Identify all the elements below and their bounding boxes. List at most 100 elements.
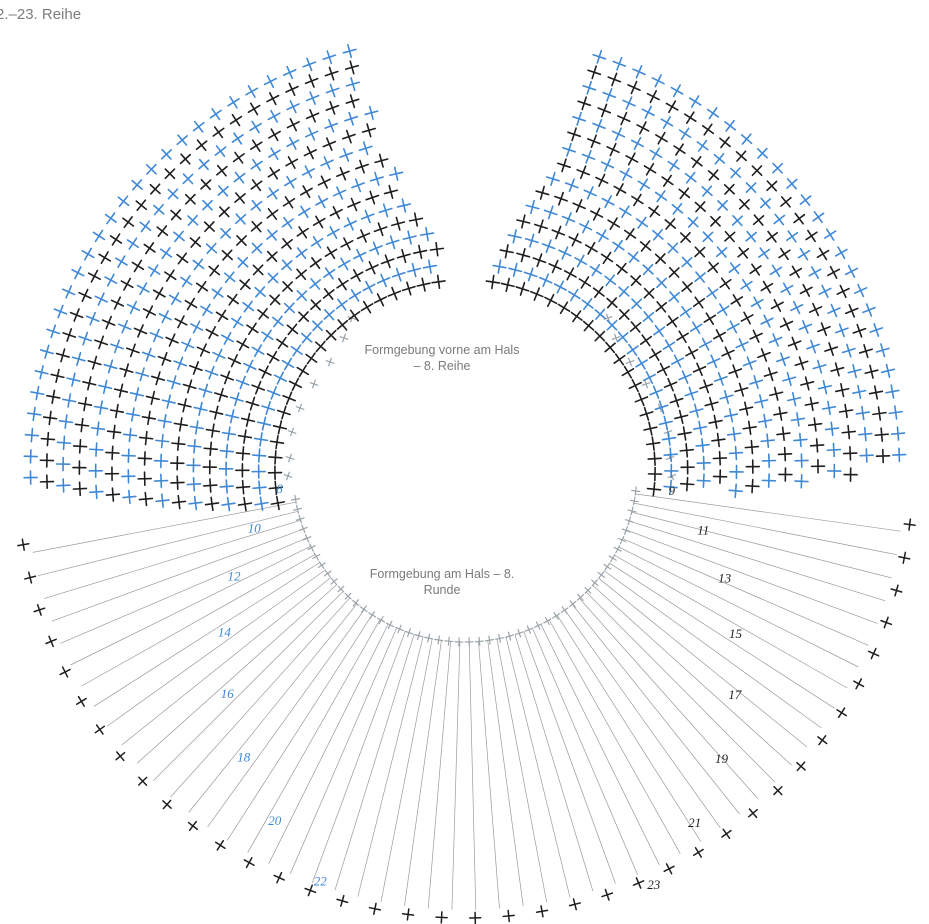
neck-stitch [611, 333, 621, 343]
stitch [282, 281, 294, 292]
stitch [256, 416, 272, 431]
row-number-right: 11 [697, 522, 709, 537]
stitch [701, 123, 715, 136]
stitch [74, 417, 90, 433]
stitch [538, 273, 553, 287]
stitch [391, 216, 406, 231]
stitch [694, 246, 706, 258]
stitch [176, 252, 189, 265]
row-number-left: 12 [228, 569, 242, 584]
stitch [723, 408, 739, 423]
stitch [724, 119, 737, 132]
stitch [237, 429, 253, 444]
stitch [712, 469, 728, 484]
stitch [170, 209, 182, 221]
stitch [266, 386, 281, 400]
stitch [55, 348, 70, 363]
stitch [78, 288, 92, 303]
stitch [769, 264, 783, 278]
stitch [823, 228, 837, 241]
guide-line [532, 628, 638, 875]
stitch [325, 329, 337, 341]
row-number-right: 21 [688, 815, 701, 830]
stitch [842, 446, 858, 461]
stitch [324, 118, 339, 133]
stitch [619, 205, 632, 219]
stitch [187, 214, 199, 226]
stitch [305, 352, 318, 365]
row-number-left: 10 [248, 520, 261, 535]
stitch [104, 273, 118, 287]
stitch [258, 365, 272, 379]
stitch [335, 298, 348, 311]
neck-stitch [495, 633, 505, 644]
neck-stitch [337, 585, 345, 593]
stitch [679, 231, 692, 244]
stitch [296, 289, 308, 302]
edge-stitch [304, 884, 317, 897]
stitch [572, 111, 587, 126]
stitch [89, 442, 104, 457]
stitch [153, 203, 165, 216]
stitch [689, 403, 704, 418]
stitch [872, 406, 887, 421]
edge-stitch [601, 888, 614, 901]
guide-line [357, 636, 424, 897]
stitch [670, 84, 684, 98]
stitch [739, 401, 754, 416]
stitch [389, 166, 404, 181]
stitch [329, 205, 343, 220]
neck-stitch [424, 633, 434, 643]
neck-stitch [360, 605, 368, 614]
stitch [617, 331, 629, 343]
stitch [604, 274, 617, 287]
stitch [699, 337, 713, 351]
stitch [153, 473, 169, 489]
stitch [204, 496, 220, 512]
edge-stitch [632, 877, 645, 889]
stitch [679, 476, 695, 492]
stitch [728, 445, 744, 461]
stitch [631, 298, 643, 310]
stitch [604, 341, 616, 354]
stitch [579, 220, 593, 234]
stitch [693, 420, 708, 436]
edge-stitch [401, 908, 415, 921]
stitch [309, 256, 322, 270]
stitch [838, 403, 854, 419]
stitch [808, 266, 822, 279]
stitch [740, 133, 753, 145]
stitch [557, 301, 571, 315]
stitch [229, 113, 243, 127]
stitch [304, 74, 319, 88]
stitch [304, 127, 319, 141]
edge-stitch [721, 828, 732, 840]
stitch [745, 230, 758, 243]
stitch [272, 315, 284, 328]
stitch [254, 286, 266, 298]
stitch [793, 432, 808, 448]
guide-line [37, 510, 299, 577]
stitch [387, 286, 402, 301]
stitch [119, 363, 134, 378]
stitch [880, 363, 896, 378]
guide-line [44, 519, 301, 599]
stitch [282, 65, 297, 80]
stitch [744, 439, 760, 455]
stitch [281, 357, 295, 371]
neck-stitch [395, 624, 404, 634]
stitch [110, 296, 125, 310]
edge-stitch [214, 839, 226, 851]
edge-stitch [75, 695, 87, 707]
stitch [170, 455, 185, 471]
guide-line [153, 591, 344, 781]
stitch [310, 299, 322, 311]
stitch [39, 474, 55, 489]
edge-stitch [853, 678, 865, 690]
stitch [145, 163, 157, 175]
stitch [652, 229, 664, 241]
stitch [612, 56, 627, 71]
stitch [312, 215, 326, 229]
stitch [298, 205, 311, 219]
stitch [677, 426, 692, 441]
